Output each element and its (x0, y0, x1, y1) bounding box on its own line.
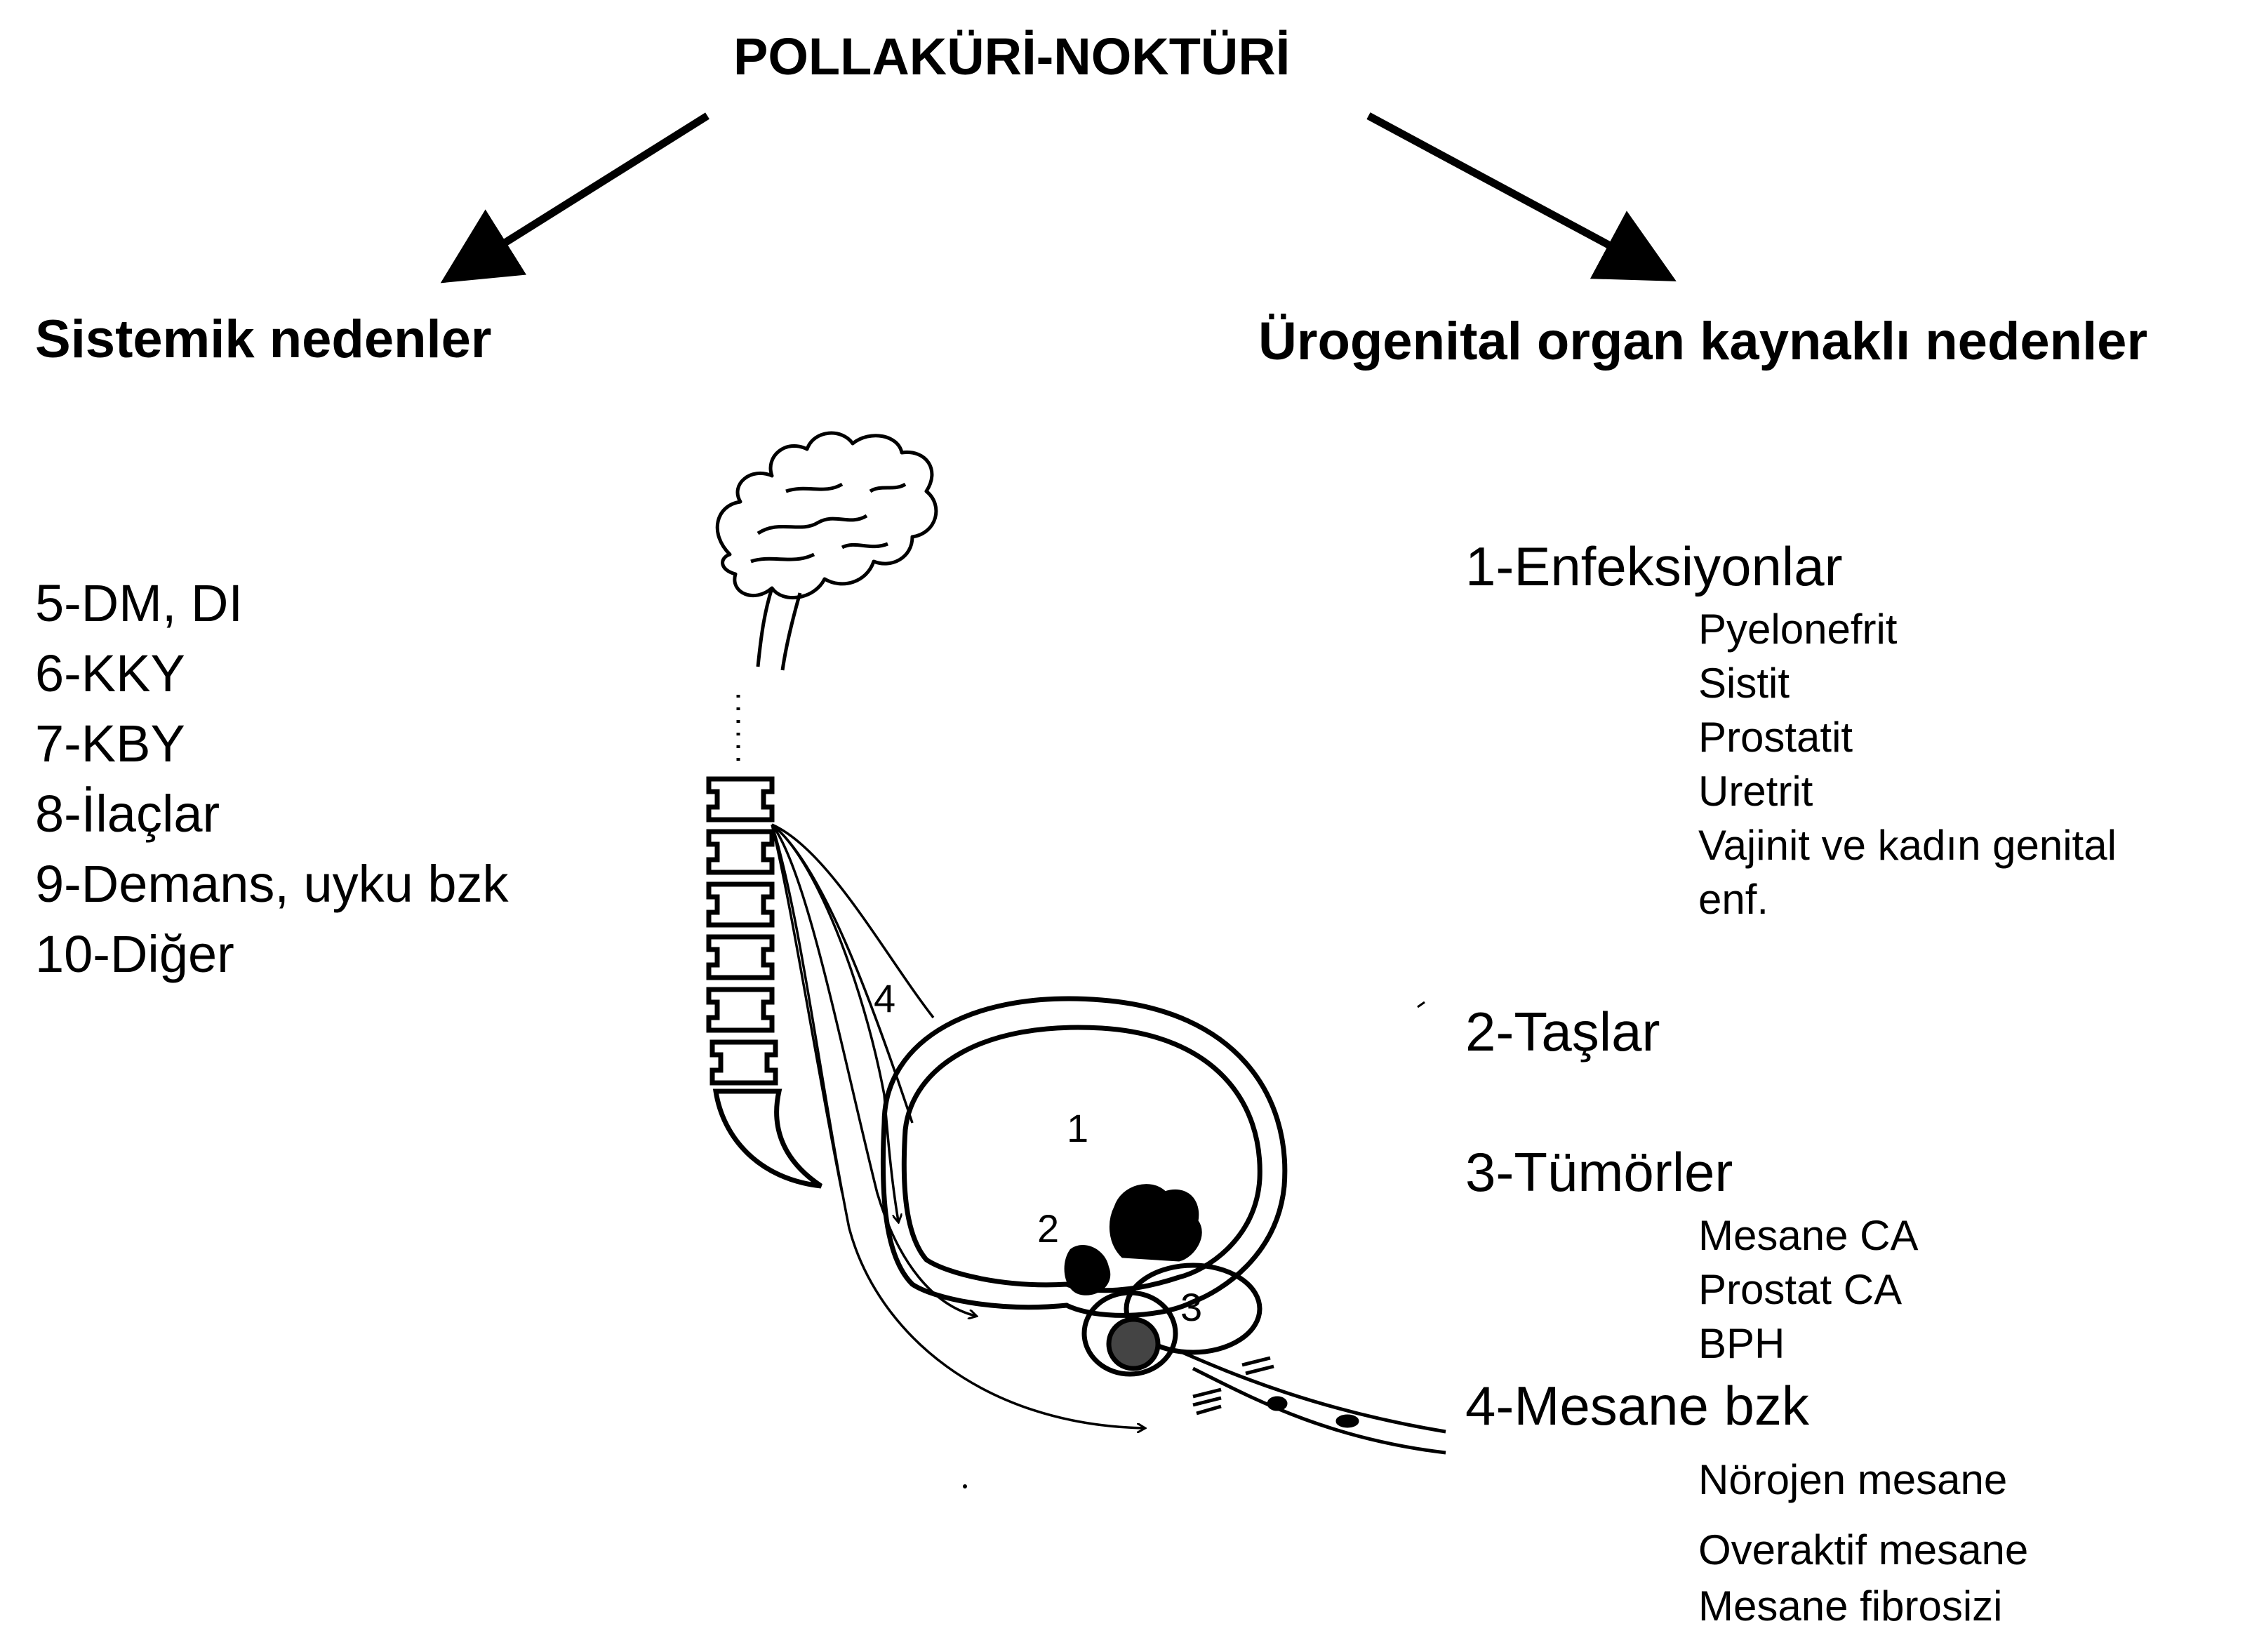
urogenital-subitem: Mesane fibrosizi (1698, 1583, 2003, 1630)
branch-urogenital-heading: Ürogenital organ kaynaklı nedenler (1258, 312, 2148, 371)
urogenital-subitem: Uretrit (1698, 768, 1813, 815)
urogenital-subitem: BPH (1698, 1320, 1785, 1367)
systemic-cause-item: 6-KKY (35, 644, 185, 702)
prostate-sketch (1081, 1263, 1262, 1377)
illustration-label-2: 2 (1037, 1206, 1060, 1251)
arrow-to-urogenital (1366, 112, 1677, 281)
urogenital-subitem: Nörojen mesane (1698, 1456, 2008, 1503)
urogenital-subitem: Mesane CA (1698, 1212, 1919, 1259)
urogenital-category-stones: 2-Taşlar (1465, 1001, 1660, 1063)
systemic-cause-item: 7-KBY (35, 714, 185, 773)
urogenital-subitem: Sistit (1698, 660, 1790, 707)
systemic-cause-item: 10-Diğer (35, 925, 234, 983)
arrow-to-systemic (440, 112, 709, 284)
urogenital-category-tumors: 3-Tümörler (1465, 1141, 1733, 1203)
bladder-sketch (880, 996, 1288, 1318)
systemic-cause-item: 9-Demans, uyku bzk (35, 855, 509, 913)
tumor-sketch (1109, 1184, 1202, 1262)
urogenital-category-infections: 1-Enfeksiyonlar (1465, 535, 1843, 597)
urogenital-subitem: Prostatit (1698, 714, 1853, 761)
diagram-title: POLLAKÜRİ-NOKTÜRİ (733, 27, 1291, 86)
urogenital-subitem: Prostat CA (1698, 1266, 1903, 1313)
stray-mark (963, 1484, 967, 1488)
urethra-sketch (1178, 1349, 1446, 1455)
nerve-pathways (771, 823, 1144, 1428)
systemic-cause-item: 5-DM, DI (35, 574, 243, 632)
stone-sketch (1064, 1245, 1111, 1295)
systemic-cause-item: 8-İlaçlar (35, 785, 220, 843)
brain-sketch (715, 431, 938, 671)
vertebral-column (706, 776, 822, 1189)
stray-mark (1417, 1001, 1425, 1008)
urogenital-subitem: Vajinit ve kadın genital (1698, 822, 2117, 869)
urogenital-category-bladder-disorders: 4-Mesane bzk (1465, 1375, 1809, 1437)
urogenital-subitem: Overaktif mesane (1698, 1526, 2029, 1573)
urogenital-subitem: Pyelonefrit (1698, 606, 1898, 653)
urogenital-subitem: enf. (1698, 876, 1769, 923)
branch-systemic-heading: Sistemik nedenler (35, 309, 492, 369)
illustration-label-4: 4 (874, 976, 896, 1020)
illustration-label-1: 1 (1067, 1106, 1089, 1150)
illustration-label-3: 3 (1180, 1285, 1203, 1329)
